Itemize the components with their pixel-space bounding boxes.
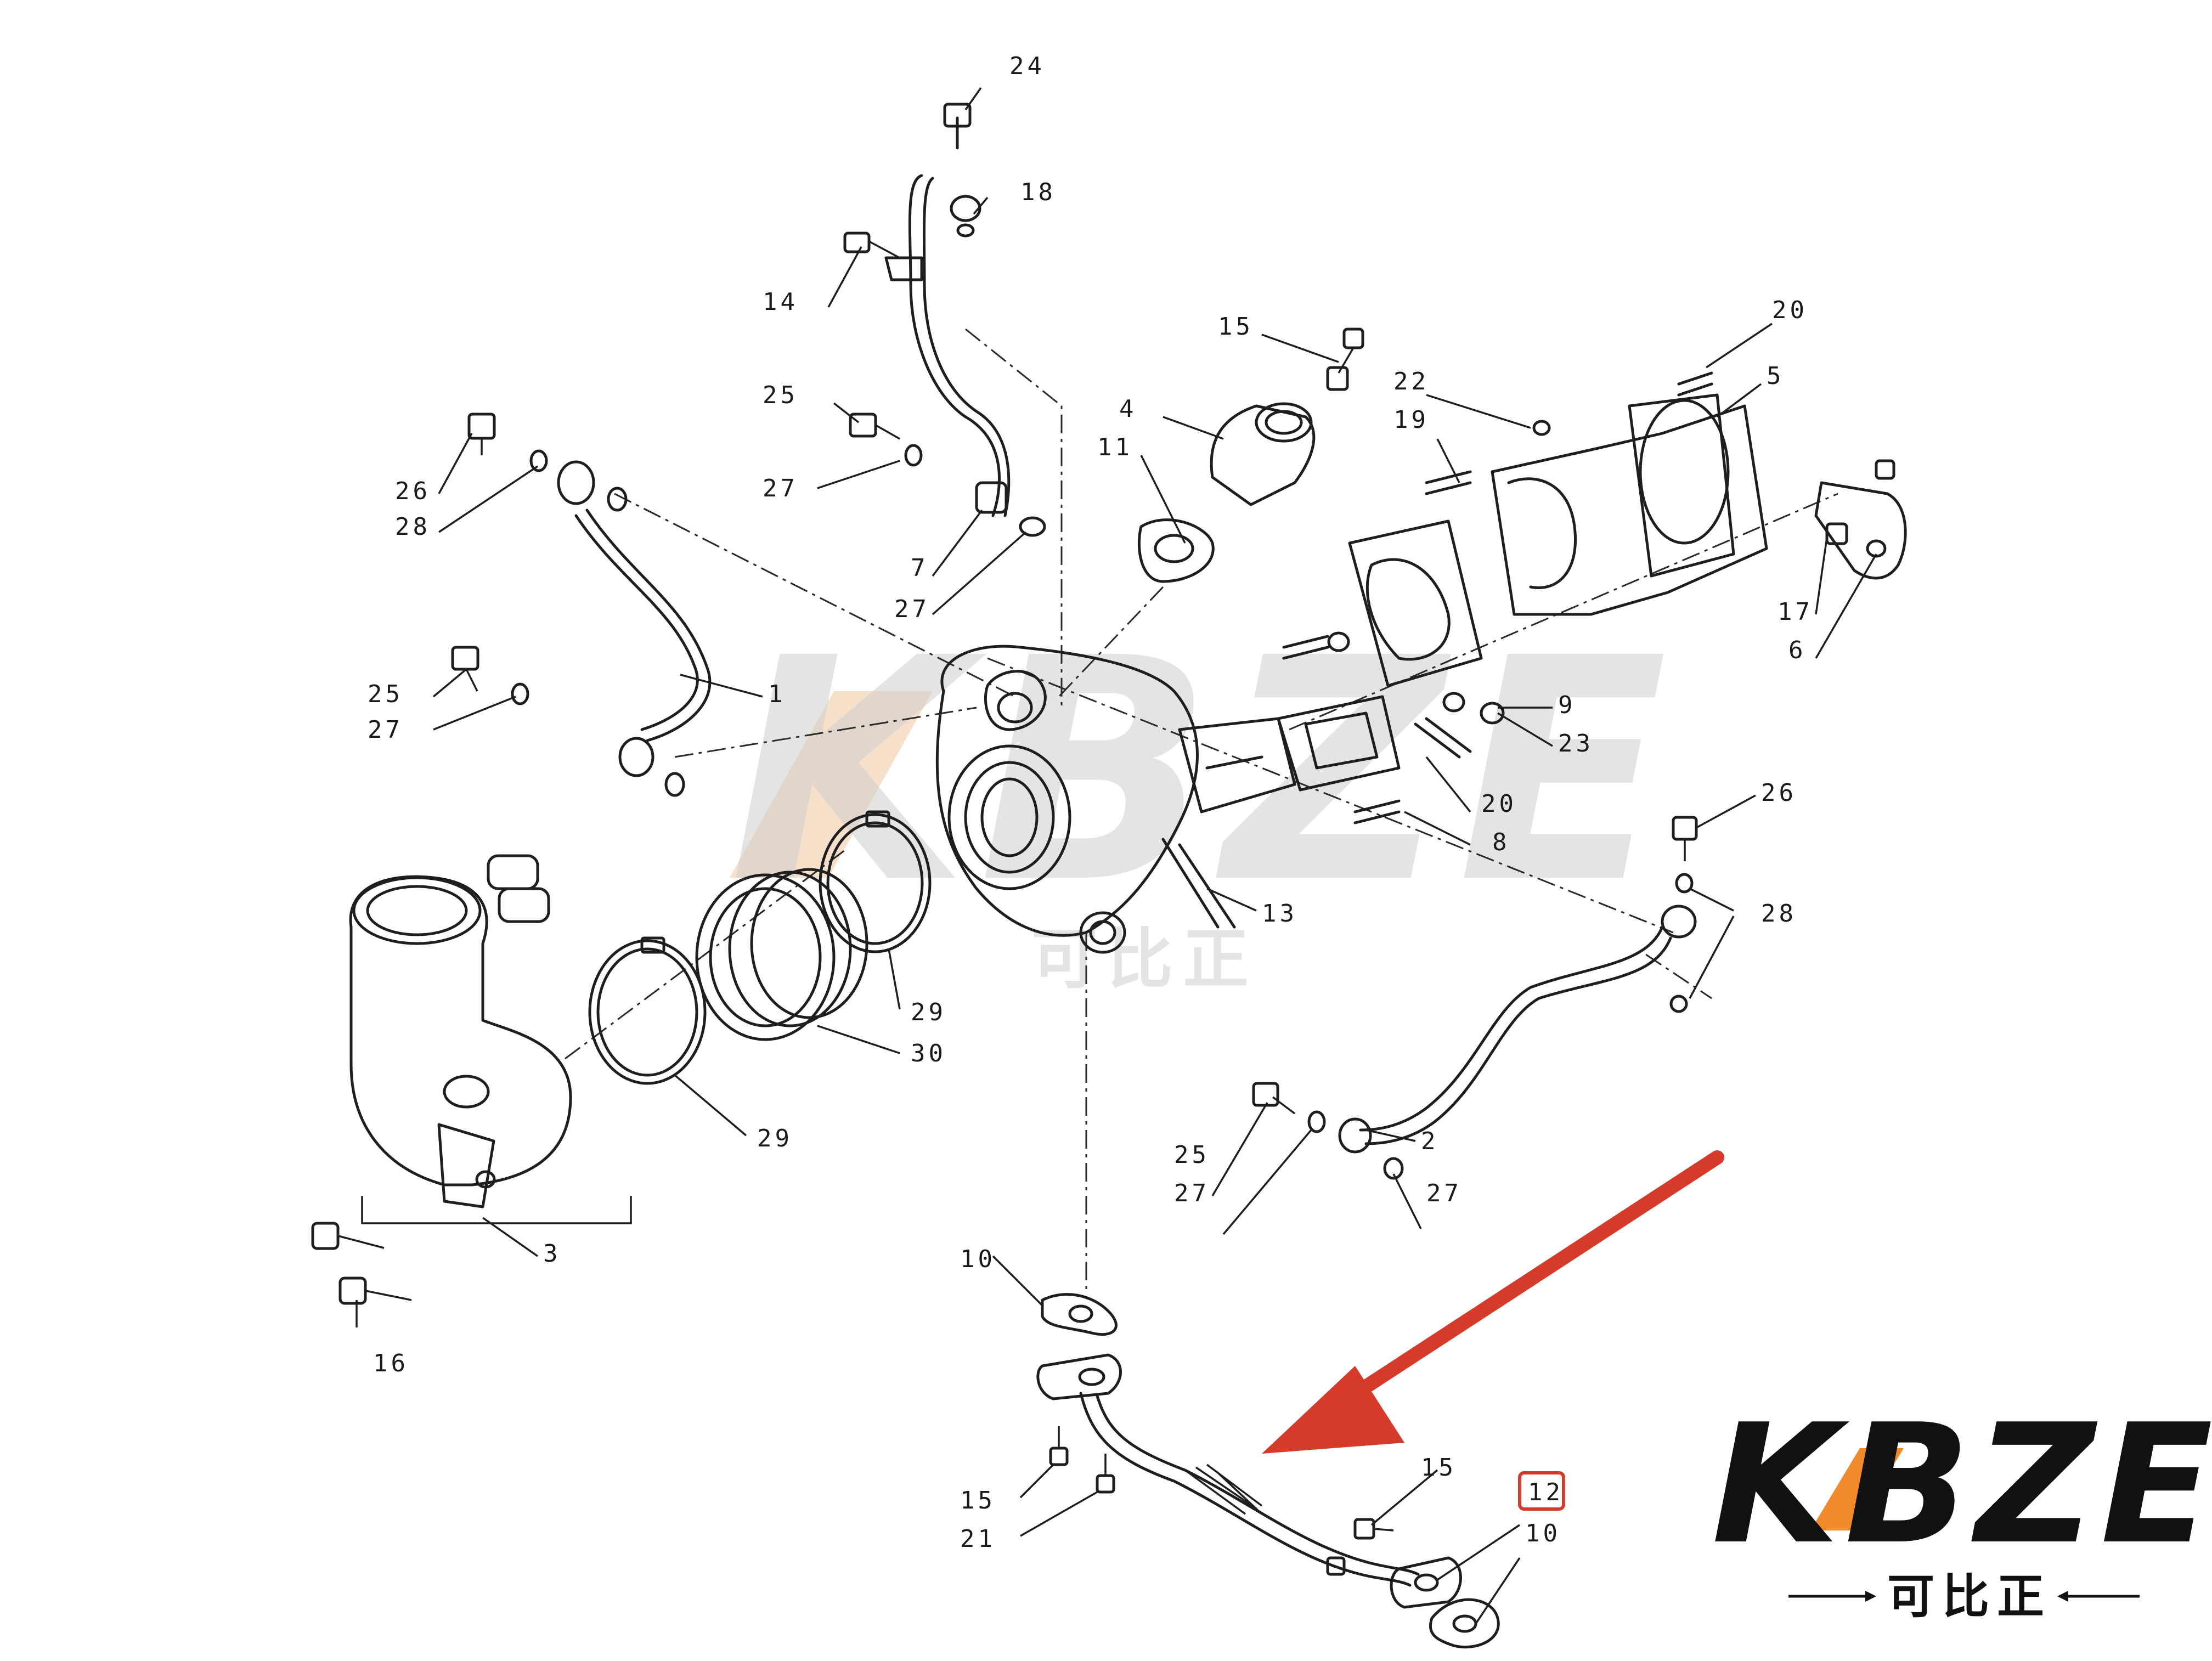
clamp-29-right <box>819 810 932 953</box>
callout-10: 10 <box>960 1245 996 1273</box>
watermark-subtext: 可比正 <box>1031 922 1259 998</box>
callout-12-highlighted: 12 <box>1528 1478 1564 1506</box>
callout-20: 20 <box>1772 296 1808 324</box>
callout-labels: 24 18 14 25 27 7 27 15 4 11 22 19 20 5 1… <box>368 52 1813 1553</box>
callout-2: 2 <box>1421 1127 1439 1155</box>
callout-25: 25 <box>763 381 798 409</box>
watermark: KBZE 可比正 <box>730 593 1678 998</box>
callout-14: 14 <box>763 288 798 316</box>
oil-feed-pipe <box>843 103 1046 537</box>
callout-25: 25 <box>368 680 403 708</box>
callout-17: 17 <box>1778 598 1813 626</box>
watermark-text: KBZE <box>730 593 1678 951</box>
screws-15-21 <box>1049 1426 1394 1576</box>
callout-15: 15 <box>1218 313 1254 341</box>
callout-15: 15 <box>1421 1454 1457 1482</box>
callout-6: 6 <box>1788 636 1807 664</box>
elbow-4 <box>1210 327 1364 506</box>
callout-28: 28 <box>395 513 431 541</box>
oil-pipe-1 <box>467 413 712 797</box>
callout-27: 27 <box>1426 1179 1462 1207</box>
logo-text: KBZE <box>1712 1389 2212 1580</box>
bracket-6 <box>1814 459 1907 580</box>
callout-23: 23 <box>1558 730 1594 758</box>
callout-3: 3 <box>543 1240 561 1268</box>
red-arrow <box>1262 1150 1724 1454</box>
callout-29: 29 <box>911 998 946 1026</box>
bolt-25-right <box>1252 1082 1326 1133</box>
callout-22: 22 <box>1393 368 1429 396</box>
callout-26: 26 <box>395 477 431 505</box>
callout-7: 7 <box>911 554 929 582</box>
callout-29: 29 <box>757 1125 793 1152</box>
callout-18: 18 <box>1020 178 1056 206</box>
highlight-box <box>1518 1471 1565 1511</box>
callout-10: 10 <box>1525 1519 1561 1547</box>
hose-30 <box>695 868 868 1041</box>
bolts-16 <box>311 1222 412 1305</box>
turbocharger-13 <box>935 645 1296 954</box>
callout-30: 30 <box>911 1039 946 1067</box>
leader-lines <box>356 87 1877 1624</box>
callout-27: 27 <box>894 595 930 623</box>
callout-11: 11 <box>1097 433 1133 461</box>
callout-24: 24 <box>1009 52 1045 80</box>
studs <box>1282 371 1713 824</box>
clamp-29-left <box>588 936 707 1085</box>
bolt-25-upper <box>849 413 923 467</box>
callout-27: 27 <box>368 716 403 744</box>
callout-21: 21 <box>960 1525 996 1553</box>
callout-15: 15 <box>960 1487 996 1515</box>
callout-27: 27 <box>1174 1179 1210 1207</box>
gasket-10-lower <box>1429 1598 1500 1649</box>
callout-13: 13 <box>1262 900 1297 928</box>
callout-4: 4 <box>1119 395 1137 423</box>
callout-9: 9 <box>1558 691 1576 719</box>
callout-1: 1 <box>768 680 786 708</box>
kbze-logo: KBZE 可比正 <box>1712 1389 2212 1624</box>
gasket-11 <box>1137 518 1215 583</box>
callout-5: 5 <box>1767 362 1785 390</box>
gasket-8 <box>1277 695 1401 792</box>
callout-27: 27 <box>763 474 798 502</box>
callout-20: 20 <box>1481 790 1517 818</box>
callout-26: 26 <box>1761 779 1797 807</box>
logo-accent <box>1810 1448 1904 1530</box>
callout-19: 19 <box>1393 406 1429 434</box>
bolt-25-left <box>451 646 529 705</box>
logo-subtext: 可比正 <box>1887 1569 2052 1624</box>
gasket-10-upper <box>1041 1293 1118 1336</box>
callout-8: 8 <box>1492 828 1510 856</box>
callout-16: 16 <box>373 1349 409 1377</box>
callout-25: 25 <box>1174 1141 1210 1169</box>
drain-pipe-12 <box>1036 1353 1462 1609</box>
gasket-9 <box>1348 519 1483 687</box>
callout-28: 28 <box>1761 900 1797 928</box>
center-lines <box>565 328 1838 1295</box>
exhaust-elbow-5 <box>1491 393 1768 616</box>
intake-pipe-3 <box>349 854 632 1224</box>
